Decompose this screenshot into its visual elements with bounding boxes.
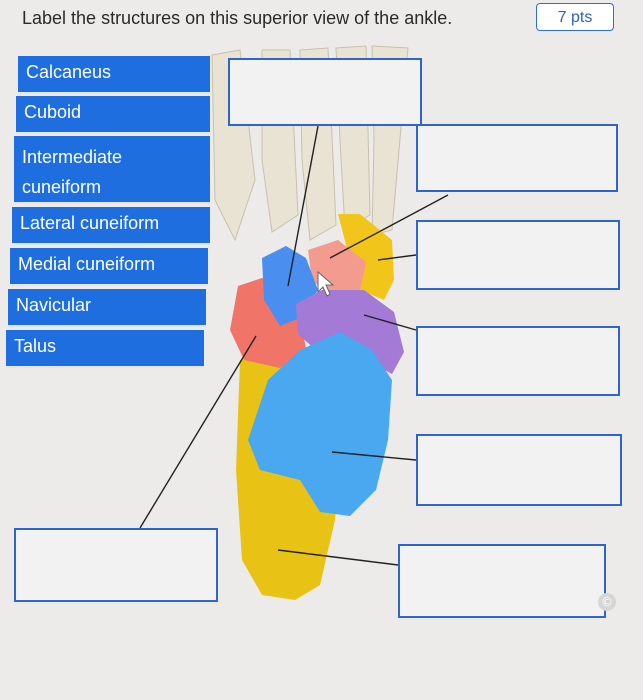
cuboid-bone xyxy=(338,214,394,300)
label-navicular[interactable]: Navicular xyxy=(8,289,206,327)
label-talus[interactable]: Talus xyxy=(6,330,204,368)
label-medial-cuneiform[interactable]: Medial cuneiform xyxy=(10,248,208,286)
dropbox-6[interactable] xyxy=(14,528,218,602)
navicular-bone xyxy=(296,290,404,374)
dropbox-3[interactable] xyxy=(416,220,620,290)
question-prompt: Label the structures on this superior vi… xyxy=(22,8,453,28)
dropbox-2[interactable] xyxy=(416,124,618,192)
cursor-arrow-icon xyxy=(317,270,335,297)
copyright-icon: © xyxy=(598,593,616,611)
dropbox-4[interactable] xyxy=(416,326,620,396)
dropbox-1[interactable] xyxy=(228,58,422,126)
points-badge: 7 pts xyxy=(536,3,614,31)
label-lateral-cuneiform[interactable]: Lateral cuneiform xyxy=(12,207,210,245)
talus-bone xyxy=(248,332,392,516)
label-calcaneus[interactable]: Calcaneus xyxy=(18,56,210,94)
label-cuboid[interactable]: Cuboid xyxy=(16,96,210,134)
label-intermediate-cuneiform[interactable]: Intermediate cuneiform xyxy=(14,136,210,204)
leader-lines xyxy=(139,125,449,566)
dropbox-5[interactable] xyxy=(416,434,622,506)
dropbox-7[interactable] xyxy=(398,544,606,618)
